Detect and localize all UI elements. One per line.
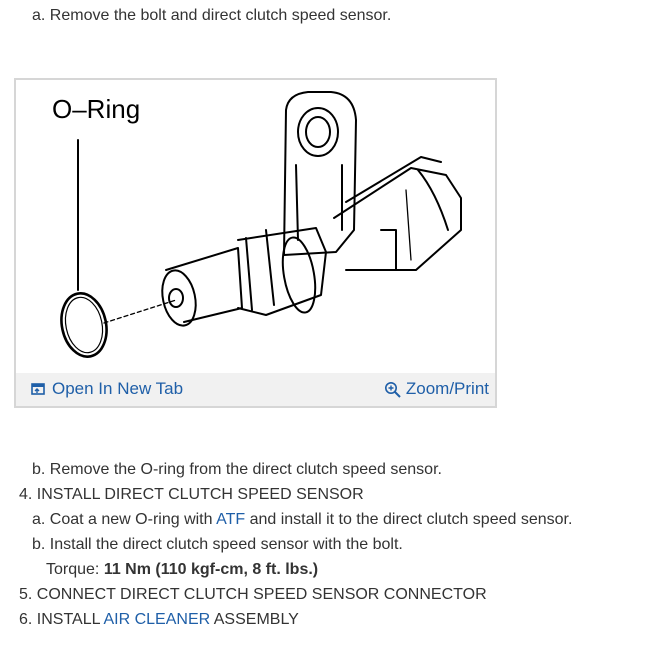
air-cleaner-link[interactable]: AIR CLEANER: [103, 611, 211, 628]
alignment-dashed-line: [103, 299, 177, 324]
step-6-heading: 6. INSTALL AIR CLEANER ASSEMBLY: [19, 611, 299, 629]
o-ring-drawing: [60, 292, 108, 358]
sensor-barrel: [237, 227, 327, 316]
sensor-mounting-flange: [283, 91, 357, 256]
torque-value: 11 Nm (110 kgf-cm, 8 ft. lbs.): [103, 561, 319, 578]
atf-link[interactable]: ATF: [216, 511, 246, 528]
sensor-diagram: O–Ring: [52, 91, 462, 358]
figure-container: O–Ring Open In New Tab Zoom/Print: [14, 78, 497, 408]
step-4a-text-pre: a. Coat a new O-ring with: [32, 511, 217, 528]
torque-label: Torque:: [46, 561, 104, 578]
step-4a-text-post: and install it to the direct clutch spee…: [245, 511, 573, 528]
figure-toolbar: Open In New Tab Zoom/Print: [16, 373, 495, 406]
sensor-nose: [161, 247, 243, 327]
step-5-heading: 5. CONNECT DIRECT CLUTCH SPEED SENSOR CO…: [19, 586, 487, 603]
zoom-print-link[interactable]: Zoom/Print: [384, 379, 489, 399]
open-in-new-tab-icon: [30, 381, 46, 397]
zoom-print-label: Zoom/Print: [405, 379, 489, 398]
open-in-new-tab-link[interactable]: Open In New Tab: [30, 379, 183, 399]
step-4-heading: 4. INSTALL DIRECT CLUTCH SPEED SENSOR: [19, 486, 364, 503]
open-in-new-tab-label: Open In New Tab: [52, 379, 184, 398]
step-b-remove-oring: b. Remove the O-ring from the direct clu…: [32, 461, 442, 478]
zoom-icon: [384, 381, 401, 398]
step-4a: a. Coat a new O-ring with ATF and instal…: [32, 511, 572, 529]
torque-spec: Torque: 11 Nm (110 kgf-cm, 8 ft. lbs.): [46, 561, 318, 579]
sensor-connector-body: [333, 156, 462, 271]
step-6-text-pre: 6. INSTALL: [19, 611, 104, 628]
step-4b: b. Install the direct clutch speed senso…: [32, 536, 403, 553]
step-6-text-post: ASSEMBLY: [210, 611, 299, 628]
step-a-remove: a. Remove the bolt and direct clutch spe…: [32, 7, 392, 24]
o-ring-callout-label: O–Ring: [52, 94, 140, 124]
